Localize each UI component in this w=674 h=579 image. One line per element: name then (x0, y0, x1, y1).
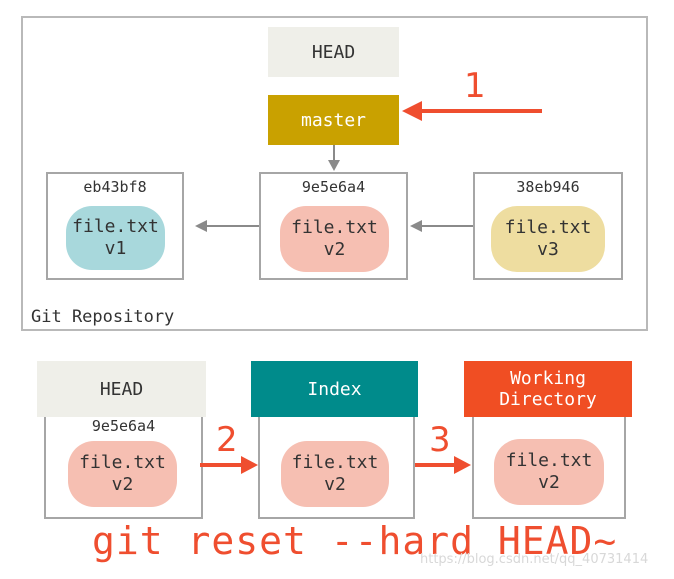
index-tree-box: file.txt v2 (258, 405, 415, 519)
commit-9e5e6a4: 9e5e6a4 file.txt v2 (259, 172, 408, 280)
head-tree-title: HEAD (37, 361, 206, 417)
step-3-arrowhead (454, 456, 471, 474)
blob-filename: file.txt (79, 452, 166, 473)
blob-filename: file.txt (505, 450, 593, 471)
step-1-number: 1 (464, 66, 486, 106)
blob-file-v3: file.txt v3 (491, 206, 605, 272)
index-tree-title: Index (251, 361, 418, 417)
parent-arrowhead-v2-v1 (195, 220, 207, 232)
working-directory-title-line2: Directory (499, 389, 597, 410)
blob-file-v2: file.txt v2 (68, 441, 177, 507)
blob-filename: file.txt (291, 452, 379, 473)
blob-version: v2 (323, 239, 346, 260)
working-directory-title-line1: Working (510, 368, 586, 389)
head-pointer: HEAD (268, 27, 399, 77)
blob-file-v2: file.txt v2 (281, 441, 389, 507)
head-tree-hash: 9e5e6a4 (91, 417, 156, 435)
blob-file-v2: file.txt v2 (494, 439, 604, 505)
commit-hash: 9e5e6a4 (301, 178, 366, 196)
blob-version: v2 (324, 474, 346, 495)
commit-38eb946: 38eb946 file.txt v3 (473, 172, 623, 280)
commit-hash: 38eb946 (516, 178, 580, 196)
repository-label: Git Repository (31, 307, 175, 327)
head-tree-box: 9e5e6a4 file.txt v2 (44, 405, 203, 519)
blob-filename: file.txt (504, 217, 592, 238)
blob-version: v3 (537, 239, 559, 260)
blob-file-v2: file.txt v2 (280, 206, 389, 272)
commit-eb43bf8: eb43bf8 file.txt v1 (46, 172, 184, 280)
working-directory-box: file.txt v2 (472, 405, 626, 519)
commit-hash: eb43bf8 (83, 178, 147, 196)
blob-filename: file.txt (291, 217, 378, 238)
blob-file-v1: file.txt v1 (66, 206, 165, 270)
parent-arrowhead-v3-v2 (410, 220, 422, 232)
step-2-number: 2 (216, 420, 238, 460)
git-repository-frame (21, 16, 648, 331)
step-2-arrowhead (241, 456, 258, 474)
step-1-arrowhead (402, 101, 422, 121)
step-3-number: 3 (429, 420, 451, 460)
master-to-commit-arrowhead (328, 160, 340, 171)
blob-filename: file.txt (72, 216, 159, 237)
blob-version: v2 (538, 472, 560, 493)
working-directory-title: Working Directory (464, 361, 632, 417)
master-branch: master (268, 95, 399, 145)
git-command: git reset --hard HEAD~ (92, 519, 618, 563)
blob-version: v2 (111, 474, 134, 495)
blob-version: v1 (104, 238, 127, 259)
watermark: https://blog.csdn.net/qq_40731414 (420, 552, 649, 567)
